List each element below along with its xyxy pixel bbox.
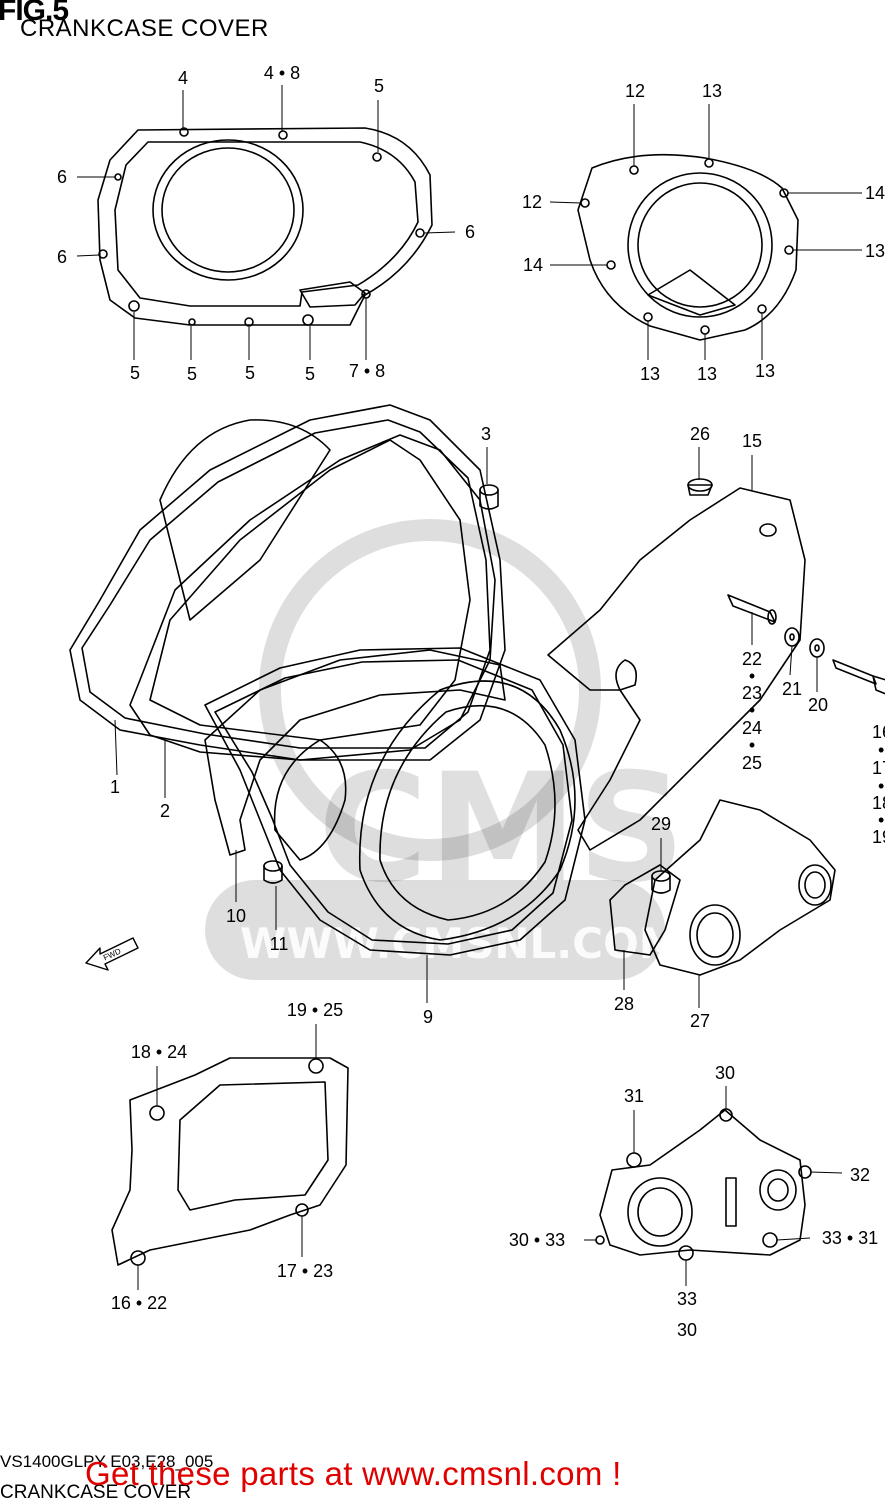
- collar-22-part: [727, 594, 777, 625]
- washer-21-part: [784, 627, 800, 647]
- callout-label: 16 • 22: [110, 1293, 168, 1313]
- callout-label: 12: [624, 81, 646, 101]
- figure-title: FIG.5: [0, 0, 69, 27]
- callout-label: 30: [676, 1320, 698, 1340]
- small-cover-lower-part: [595, 1108, 812, 1261]
- callout-label: 24: [741, 718, 763, 738]
- fwd-arrow-icon: [85, 937, 139, 971]
- callout-label: 2: [159, 801, 171, 821]
- callout-label: 9: [422, 1007, 434, 1027]
- callout-label: 33 • 31: [821, 1228, 879, 1248]
- callout-label: •: [878, 810, 885, 830]
- cover-27-part: [644, 799, 836, 976]
- watermark-brand: CMS: [318, 742, 685, 916]
- callout-label: 25: [741, 753, 763, 773]
- callout-label: 16: [872, 722, 885, 742]
- callout-label: 13: [865, 241, 885, 261]
- callout-label: 29: [650, 814, 672, 834]
- callout-label: 14: [865, 183, 885, 203]
- callout-label: 17: [872, 758, 885, 778]
- callout-label: 19: [872, 827, 885, 847]
- callout-label: 13: [754, 361, 776, 381]
- callout-label: 5: [304, 364, 316, 384]
- watermark-url: WWW.CMSNL.COM: [240, 919, 681, 968]
- callout-label: 6: [464, 222, 476, 242]
- callout-label: 15: [741, 431, 763, 451]
- callout-label: 5: [244, 363, 256, 383]
- callout-label: 26: [689, 424, 711, 444]
- crankcase-gasket-part: [129, 434, 496, 761]
- callout-label: •: [878, 740, 885, 760]
- callout-label: 13: [696, 364, 718, 384]
- callout-label: 31: [623, 1086, 645, 1106]
- callout-label: 30: [714, 1063, 736, 1083]
- callout-label: 28: [613, 994, 635, 1014]
- callout-label: 13: [639, 364, 661, 384]
- callout-label: 1: [109, 777, 121, 797]
- callout-label: •: [748, 666, 756, 686]
- cover-gasket-part: [204, 649, 506, 856]
- callout-label: 23: [741, 683, 763, 703]
- callout-label: 6: [56, 167, 68, 187]
- callout-label: 14: [522, 255, 544, 275]
- callout-label: 22: [741, 649, 763, 669]
- leader-lines: [76, 85, 862, 1290]
- cover-bracket-lower-part: [111, 1057, 349, 1266]
- callout-label: 33: [676, 1289, 698, 1309]
- callout-label: 19 • 25: [286, 1000, 344, 1020]
- callout-label: 6: [56, 247, 68, 267]
- callout-label: 5: [373, 76, 385, 96]
- outer-cover-15-part: [547, 487, 806, 851]
- callout-label: •: [748, 735, 756, 755]
- gasket-28-part: [609, 864, 681, 956]
- callout-label: 4: [177, 68, 189, 88]
- callout-label: 4 • 8: [263, 63, 301, 83]
- callout-label: 32: [849, 1165, 871, 1185]
- callout-label: 11: [269, 934, 289, 954]
- callout-label: 12: [521, 192, 543, 212]
- grommet-26-part: [687, 478, 713, 496]
- callout-label: 27: [689, 1011, 711, 1031]
- clutch-cover-outer-part: [97, 127, 433, 327]
- callout-label: 17 • 23: [276, 1261, 334, 1281]
- callout-label: 18 • 24: [130, 1042, 188, 1062]
- callout-label: •: [878, 776, 885, 796]
- buy-parts-link[interactable]: Get these parts at www.cmsnl.com !: [85, 1455, 622, 1492]
- callout-label: 30 • 33: [508, 1230, 566, 1250]
- callout-label: 18: [872, 793, 885, 813]
- figure-subtitle: CRANKCASE COVER: [20, 15, 269, 42]
- dowel-pin-3-part: [479, 484, 499, 510]
- bolt-16-part: [832, 659, 885, 695]
- dowel-pin-11-part: [263, 860, 283, 884]
- callout-label: 5: [129, 363, 141, 383]
- callout-label: 10: [225, 906, 247, 926]
- footer-diagram-name: CRANKCASE COVER: [0, 1482, 192, 1503]
- callout-label: 20: [807, 695, 829, 715]
- callout-label: 5: [186, 364, 198, 384]
- callout-label: 7 • 8: [348, 361, 386, 381]
- callout-label: 13: [701, 81, 723, 101]
- footer-diagram-code: VS1400GLPY E03,E28_005: [0, 1452, 214, 1471]
- callout-label: 21: [781, 679, 803, 699]
- callout-label: •: [748, 700, 756, 720]
- clutch-cover-part: [204, 647, 586, 956]
- callout-label: 3: [480, 424, 492, 444]
- generator-cover-part: [577, 153, 799, 341]
- washer-20-part: [809, 638, 825, 658]
- crankcase-cover-main-part: [69, 404, 506, 761]
